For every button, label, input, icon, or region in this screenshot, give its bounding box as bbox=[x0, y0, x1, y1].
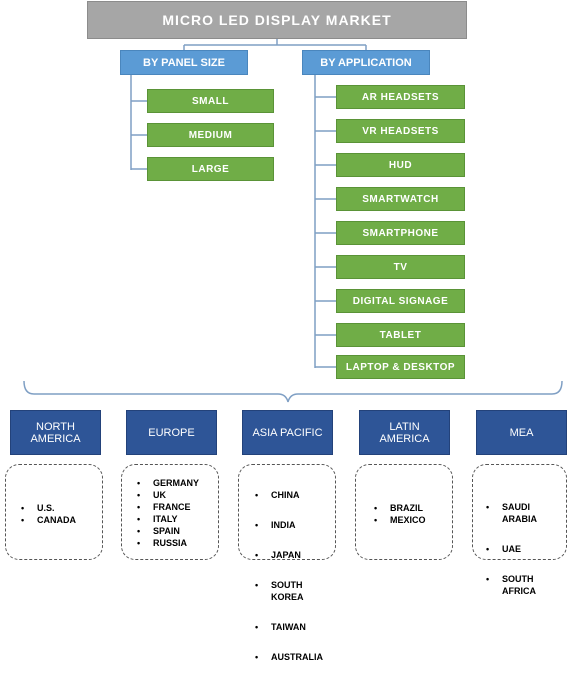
connector-lines bbox=[23, 39, 563, 403]
country-item: •MEXICO bbox=[374, 515, 426, 525]
panel-size-header: BY PANEL SIZE bbox=[120, 50, 248, 75]
country-item: •FRANCE bbox=[137, 502, 191, 512]
diagram-title: MICRO LED DISPLAY MARKET bbox=[87, 1, 467, 39]
panel-size-item-medium: MEDIUM bbox=[147, 123, 274, 147]
country-item: •SPAIN bbox=[137, 526, 180, 536]
region-europe: EUROPE bbox=[126, 410, 217, 455]
country-list-asia-pacific: •CHINA •INDIA •JAPAN •SOUTH KOREA •TAIWA… bbox=[238, 464, 336, 662]
country-item: •RUSSIA bbox=[137, 538, 188, 548]
country-list-north-america: •U.S. •CANADA bbox=[5, 464, 103, 560]
country-item: •CANADA bbox=[21, 515, 76, 525]
country-list-mea: •SAUDI ARABIA •UAE •SOUTH AFRICA bbox=[472, 464, 567, 596]
application-item-digital-signage: DIGITAL SIGNAGE bbox=[336, 289, 465, 313]
country-list-europe: •GERMANY •UK •FRANCE •ITALY •SPAIN •RUSS… bbox=[121, 464, 219, 560]
application-item-ar-headsets: AR HEADSETS bbox=[336, 85, 465, 109]
panel-size-item-large: LARGE bbox=[147, 157, 274, 181]
country-item: •UK bbox=[137, 490, 166, 500]
country-item: •U.S. bbox=[21, 503, 55, 513]
country-item: •AUSTRALIA bbox=[255, 652, 323, 662]
country-item: •SOUTH KOREA bbox=[255, 580, 304, 602]
country-item: •SOUTH AFRICA bbox=[486, 574, 536, 596]
application-item-tablet: TABLET bbox=[336, 323, 465, 347]
application-item-smartwatch: SMARTWATCH bbox=[336, 187, 465, 211]
country-item: •ITALY bbox=[137, 514, 178, 524]
country-item: •UAE bbox=[486, 544, 522, 554]
country-item: •JAPAN bbox=[255, 550, 301, 560]
region-asia-pacific: ASIA PACIFIC bbox=[242, 410, 333, 455]
application-header: BY APPLICATION bbox=[302, 50, 430, 75]
region-north-america: NORTH AMERICA bbox=[10, 410, 101, 455]
application-item-smartphone: SMARTPHONE bbox=[336, 221, 465, 245]
application-item-vr-headsets: VR HEADSETS bbox=[336, 119, 465, 143]
country-list-latin-america: •BRAZIL •MEXICO bbox=[355, 464, 453, 560]
country-item: •TAIWAN bbox=[255, 622, 306, 632]
panel-size-item-small: SMALL bbox=[147, 89, 274, 113]
application-item-hud: HUD bbox=[336, 153, 465, 177]
region-latin-america: LATIN AMERICA bbox=[359, 410, 450, 455]
country-item: •GERMANY bbox=[137, 478, 200, 488]
country-item: •BRAZIL bbox=[374, 503, 423, 513]
country-item: •SAUDI ARABIA bbox=[486, 502, 537, 524]
application-item-laptop-desktop: LAPTOP & DESKTOP bbox=[336, 355, 465, 379]
country-item: •CHINA bbox=[255, 490, 300, 500]
country-item: •INDIA bbox=[255, 520, 296, 530]
region-mea: MEA bbox=[476, 410, 567, 455]
application-item-tv: TV bbox=[336, 255, 465, 279]
